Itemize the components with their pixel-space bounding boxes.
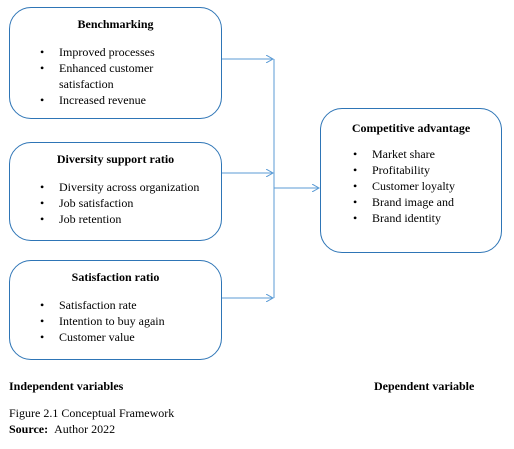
list-item: Diversity across organization bbox=[10, 179, 221, 195]
satisfaction-ratio-list: Satisfaction rate Intention to buy again… bbox=[10, 297, 221, 345]
list-item: Customer value bbox=[10, 329, 221, 345]
list-item: Satisfaction rate bbox=[10, 297, 221, 313]
benchmarking-box: Benchmarking Improved processes Enhanced… bbox=[9, 7, 222, 119]
list-item: Brand identity bbox=[321, 210, 501, 226]
list-item: Profitability bbox=[321, 162, 501, 178]
diversity-support-list: Diversity across organization Job satisf… bbox=[10, 179, 221, 227]
competitive-advantage-list: Market share Profitability Customer loya… bbox=[321, 146, 501, 226]
satisfaction-ratio-title: Satisfaction ratio bbox=[71, 270, 160, 284]
independent-variables-label: Independent variables bbox=[9, 379, 124, 393]
competitive-advantage-title: Competitive advantage bbox=[351, 121, 471, 135]
figure-caption: Figure 2.1 Conceptual Framework bbox=[9, 406, 175, 420]
source-label: Source: bbox=[9, 422, 49, 436]
list-item: Increased revenue bbox=[10, 92, 221, 108]
list-item: Intention to buy again bbox=[10, 313, 221, 329]
list-item: Job satisfaction bbox=[10, 195, 221, 211]
list-item: Brand image and bbox=[321, 194, 501, 210]
list-item: Customer loyalty bbox=[321, 178, 501, 194]
list-item: Market share bbox=[321, 146, 501, 162]
list-item: Job retention bbox=[10, 211, 221, 227]
benchmarking-title: Benchmarking bbox=[77, 17, 154, 31]
source-value: Author 2022 bbox=[54, 422, 116, 436]
dependent-variable-label: Dependent variable bbox=[374, 379, 475, 393]
diversity-support-box: Diversity support ratio Diversity across… bbox=[9, 142, 222, 241]
benchmarking-list: Improved processes Enhanced customer sat… bbox=[10, 44, 221, 108]
list-item: Enhanced customer bbox=[10, 60, 221, 76]
list-item-continuation: satisfaction bbox=[59, 77, 114, 91]
satisfaction-ratio-box: Satisfaction ratio Satisfaction rate Int… bbox=[9, 260, 222, 360]
diversity-support-title: Diversity support ratio bbox=[56, 152, 175, 166]
competitive-advantage-box: Competitive advantage Market share Profi… bbox=[320, 108, 502, 253]
source-line: Source: Author 2022 bbox=[9, 422, 115, 437]
list-item: Improved processes bbox=[10, 44, 221, 60]
